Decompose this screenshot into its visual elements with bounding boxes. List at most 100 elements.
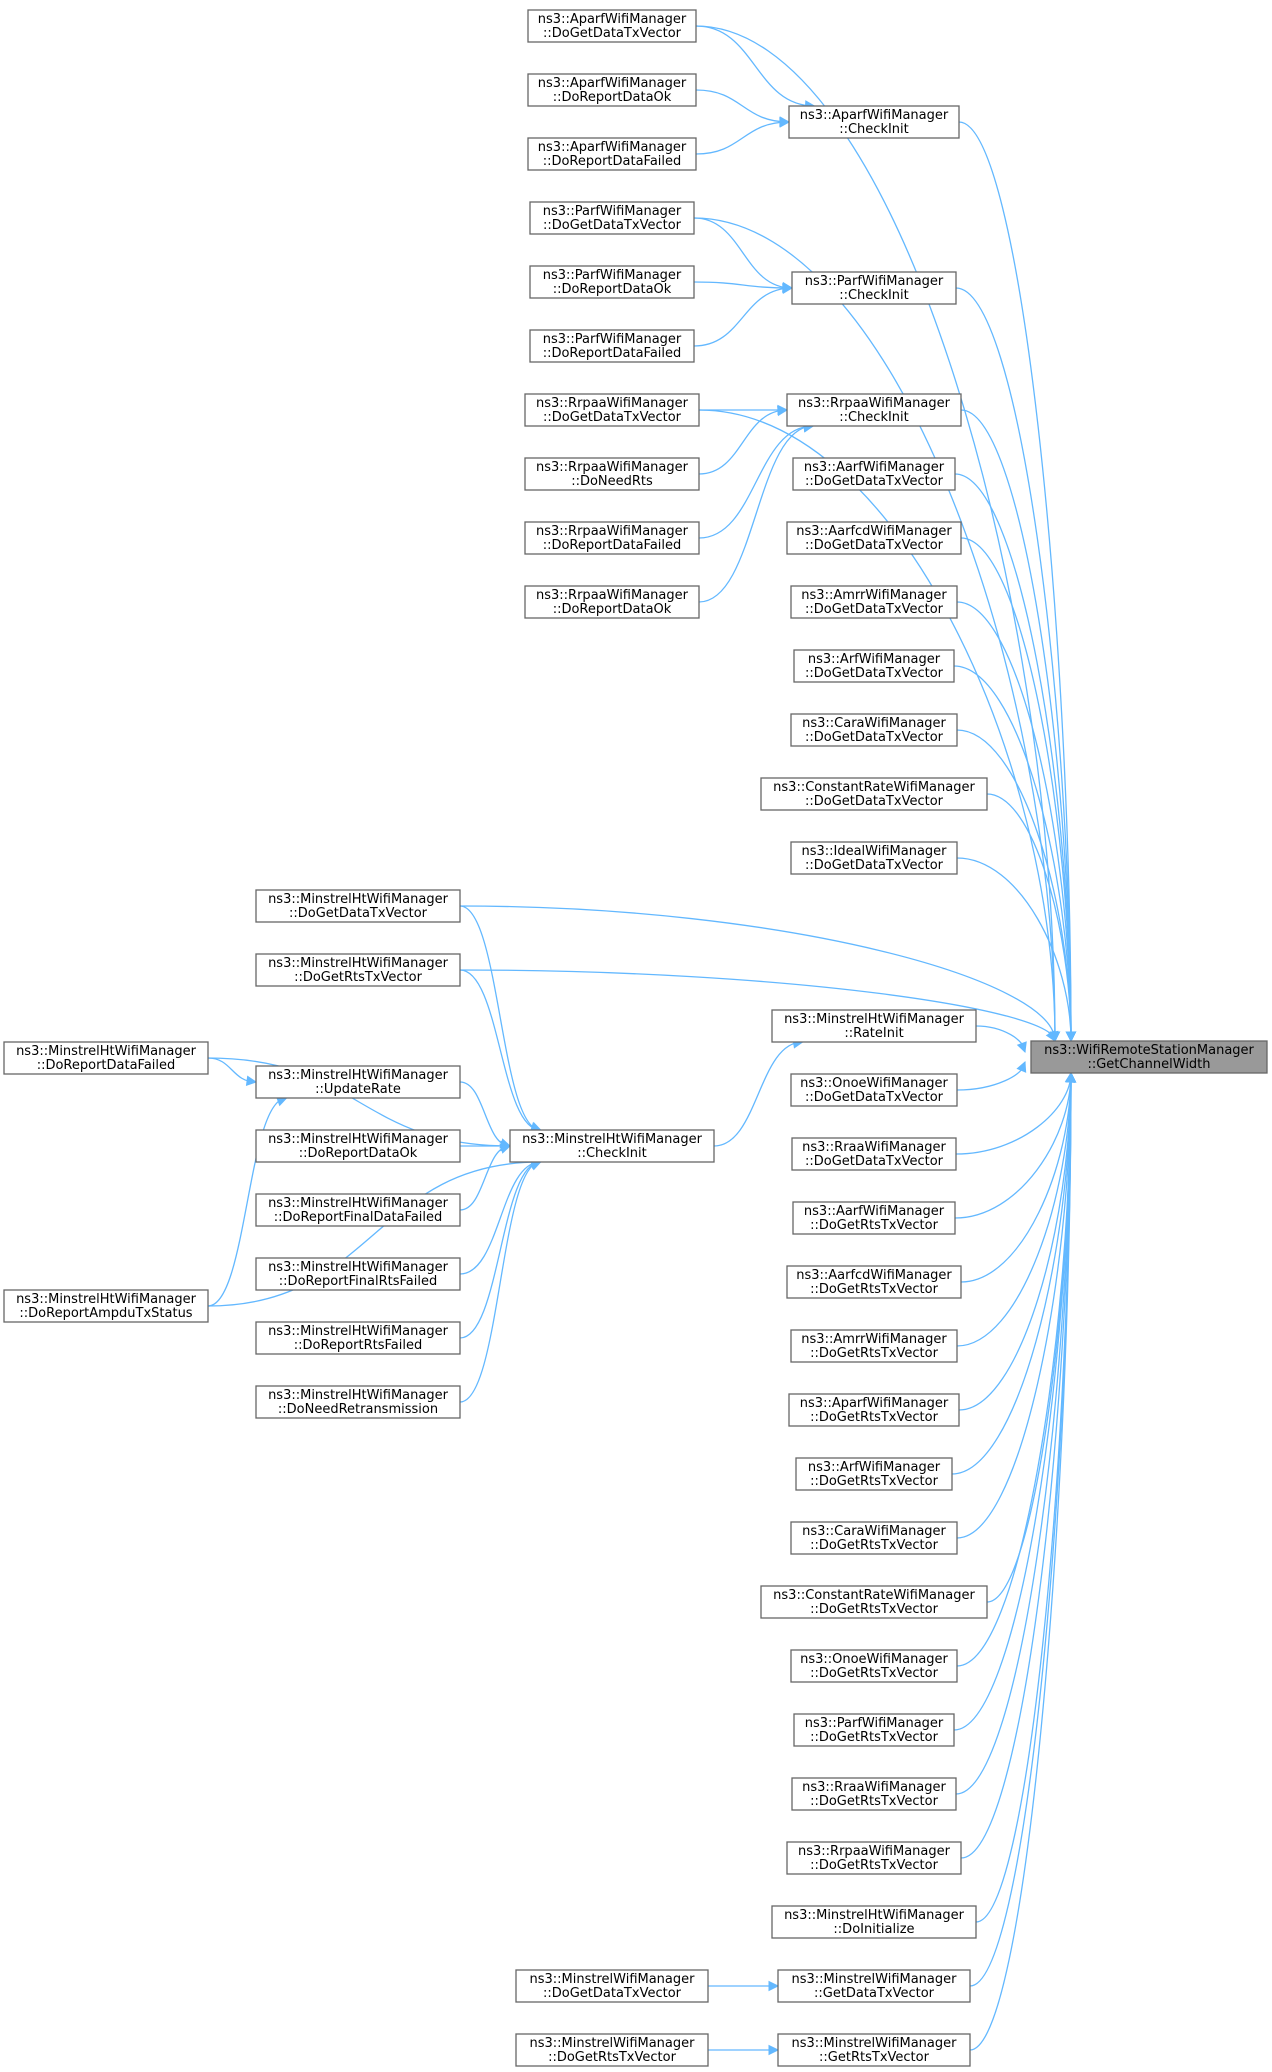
- node-mht_getrts[interactable]: ns3::MinstrelHtWifiManager::DoGetRtsTxVe…: [255, 953, 461, 987]
- node-label-line1: ns3::ParfWifiManager: [543, 268, 682, 283]
- node-box: [1030, 1040, 1268, 1074]
- node-rraa_getrts[interactable]: ns3::RraaWifiManager::DoGetRtsTxVector: [791, 1777, 957, 1811]
- node-label-line1: ns3::MinstrelHtWifiManager: [522, 1132, 703, 1147]
- edge-ideal_getdata-to-root: [956, 857, 1072, 1042]
- node-parf_checkinit[interactable]: ns3::ParfWifiManager::CheckInit: [791, 271, 957, 305]
- node-label-line1: ns3::RraaWifiManager: [802, 1140, 946, 1155]
- node-box: [777, 2033, 971, 2067]
- node-aarf_getdata[interactable]: ns3::AarfWifiManager::DoGetDataTxVector: [792, 457, 956, 491]
- node-m_dogetrts[interactable]: ns3::MinstrelWifiManager::DoGetRtsTxVect…: [515, 2033, 709, 2067]
- node-rrpaa_getrts[interactable]: ns3::RrpaaWifiManager::DoGetRtsTxVector: [786, 1841, 962, 1875]
- node-label-line2: ::DoReportRtsFailed: [294, 1338, 422, 1353]
- node-amrr_getrts[interactable]: ns3::AmrrWifiManager::DoGetRtsTxVector: [790, 1329, 958, 1363]
- node-label-line2: ::DoNeedRts: [571, 474, 653, 489]
- node-aparf_checkinit[interactable]: ns3::AparfWifiManager::CheckInit: [788, 105, 960, 139]
- node-label-line2: ::DoReportDataOk: [553, 602, 672, 617]
- node-rrpaa_checkinit[interactable]: ns3::RrpaaWifiManager::CheckInit: [786, 393, 962, 427]
- node-label-line2: ::DoReportDataFailed: [543, 538, 682, 553]
- node-rrpaa_reportfail[interactable]: ns3::RrpaaWifiManager::DoReportDataFaile…: [524, 521, 700, 555]
- node-label-line1: ns3::ParfWifiManager: [805, 274, 944, 289]
- node-rraa_getdata[interactable]: ns3::RraaWifiManager::DoGetDataTxVector: [791, 1137, 957, 1171]
- node-m_getdata_right[interactable]: ns3::MinstrelWifiManager::GetDataTxVecto…: [777, 1969, 971, 2003]
- node-box: [777, 1969, 971, 2003]
- node-box: [255, 1129, 461, 1163]
- node-arf_getrts[interactable]: ns3::ArfWifiManager::DoGetRtsTxVector: [795, 1457, 953, 1491]
- node-rrpaa_getdata[interactable]: ns3::RrpaaWifiManager::DoGetDataTxVector: [524, 393, 700, 427]
- edge-mht_finaldatafail-to-mht_checkinit: [459, 1145, 511, 1211]
- edge-mht_ampdu-to-mht_updaterate: [207, 1097, 287, 1307]
- node-label-line2: ::DoReportDataOk: [553, 282, 672, 297]
- edge-aparf_getrts-to-root: [958, 1072, 1072, 1411]
- node-mht_needretrans[interactable]: ns3::MinstrelHtWifiManager::DoNeedRetran…: [255, 1385, 461, 1419]
- edge-onoe_getdata-to-root: [956, 1061, 1026, 1091]
- node-parf_reportok[interactable]: ns3::ParfWifiManager::DoReportDataOk: [529, 265, 695, 299]
- node-mht_rtsfail[interactable]: ns3::MinstrelHtWifiManager::DoReportRtsF…: [255, 1321, 461, 1355]
- node-box: [760, 777, 988, 811]
- node-mht_finaldatafail[interactable]: ns3::MinstrelHtWifiManager::DoReportFina…: [255, 1193, 461, 1227]
- node-label-line2: ::DoGetDataTxVector: [805, 730, 944, 745]
- node-aparf_getdata[interactable]: ns3::AparfWifiManager::DoGetDataTxVector: [527, 9, 697, 43]
- edge-rraa_getrts-to-root: [955, 1072, 1072, 1795]
- arrowhead-icon: [768, 1980, 780, 1992]
- node-mht_rateinit[interactable]: ns3::MinstrelHtWifiManager::RateInit: [771, 1009, 977, 1043]
- node-mht_updaterate[interactable]: ns3::MinstrelHtWifiManager::UpdateRate: [255, 1065, 461, 1099]
- node-label-line1: ns3::OnoeWifiManager: [800, 1076, 948, 1091]
- node-aarfcd_getdata[interactable]: ns3::AarfcdWifiManager::DoGetDataTxVecto…: [786, 521, 962, 555]
- node-mht_reportfail_left[interactable]: ns3::MinstrelHtWifiManager::DoReportData…: [3, 1041, 209, 1075]
- node-box: [792, 1201, 956, 1235]
- node-parf_getdata[interactable]: ns3::ParfWifiManager::DoGetDataTxVector: [529, 201, 695, 235]
- node-rrpaa_needrts[interactable]: ns3::RrpaaWifiManager::DoNeedRts: [524, 457, 700, 491]
- node-onoe_getdata[interactable]: ns3::OnoeWifiManager::DoGetDataTxVector: [790, 1073, 958, 1107]
- node-box: [255, 1321, 461, 1355]
- node-parf_getrts[interactable]: ns3::ParfWifiManager::DoGetRtsTxVector: [793, 1713, 955, 1747]
- node-amrr_getdata[interactable]: ns3::AmrrWifiManager::DoGetDataTxVector: [790, 585, 958, 619]
- node-mht_reportok[interactable]: ns3::MinstrelHtWifiManager::DoReportData…: [255, 1129, 461, 1163]
- node-cara_getrts[interactable]: ns3::CaraWifiManager::DoGetRtsTxVector: [790, 1521, 958, 1555]
- node-aarf_getrts[interactable]: ns3::AarfWifiManager::DoGetRtsTxVector: [792, 1201, 956, 1235]
- node-parf_reportfail[interactable]: ns3::ParfWifiManager::DoReportDataFailed: [529, 329, 695, 363]
- node-box: [3, 1041, 209, 1075]
- node-const_getdata[interactable]: ns3::ConstantRateWifiManager::DoGetDataT…: [760, 777, 988, 811]
- node-mht_ampdu[interactable]: ns3::MinstrelHtWifiManager::DoReportAmpd…: [3, 1289, 209, 1323]
- node-label-line2: ::DoGetDataTxVector: [805, 794, 944, 809]
- node-box: [790, 841, 958, 875]
- node-label-line1: ns3::CaraWifiManager: [802, 1524, 946, 1539]
- node-label-line2: ::GetDataTxVector: [814, 1986, 935, 2001]
- node-aparf_getrts[interactable]: ns3::AparfWifiManager::DoGetRtsTxVector: [788, 1393, 960, 1427]
- node-ideal_getdata[interactable]: ns3::IdealWifiManager::DoGetDataTxVector: [790, 841, 958, 875]
- edge-layer: [207, 25, 1077, 2056]
- node-label-line1: ns3::MinstrelWifiManager: [529, 2036, 695, 2051]
- node-rrpaa_reportok[interactable]: ns3::RrpaaWifiManager::DoReportDataOk: [524, 585, 700, 619]
- node-mht_finalrtsfail[interactable]: ns3::MinstrelHtWifiManager::DoReportFina…: [255, 1257, 461, 1291]
- arrowhead-icon: [782, 283, 794, 294]
- node-box: [786, 1841, 962, 1875]
- node-label-line1: ns3::MinstrelHtWifiManager: [16, 1044, 197, 1059]
- node-m_getrts_right[interactable]: ns3::MinstrelWifiManager::GetRtsTxVector: [777, 2033, 971, 2067]
- node-label-line2: ::CheckInit: [839, 288, 909, 303]
- edge-parf_reportfail-to-parf_checkinit: [693, 287, 793, 347]
- node-cara_getdata[interactable]: ns3::CaraWifiManager::DoGetDataTxVector: [790, 713, 958, 747]
- node-box: [509, 1129, 715, 1163]
- node-label-line1: ns3::RrpaaWifiManager: [536, 588, 689, 603]
- node-onoe_getrts[interactable]: ns3::OnoeWifiManager::DoGetRtsTxVector: [790, 1649, 958, 1683]
- node-mht_doinit[interactable]: ns3::MinstrelHtWifiManager::DoInitialize: [771, 1905, 977, 1939]
- node-aparf_reportok[interactable]: ns3::AparfWifiManager::DoReportDataOk: [527, 73, 697, 107]
- node-mht_checkinit[interactable]: ns3::MinstrelHtWifiManager::CheckInit: [509, 1129, 715, 1163]
- node-label-line2: ::DoGetRtsTxVector: [810, 1282, 939, 1297]
- node-box: [255, 1257, 461, 1291]
- node-box: [524, 585, 700, 619]
- node-label-line2: ::DoGetDataTxVector: [805, 666, 944, 681]
- node-label-line2: ::DoGetRtsTxVector: [294, 970, 423, 985]
- node-root[interactable]: ns3::WifiRemoteStationManager::GetChanne…: [1030, 1040, 1268, 1074]
- edge-parf_getdata-to-parf_checkinit: [693, 217, 793, 289]
- node-label-line2: ::DoReportDataFailed: [543, 154, 682, 169]
- node-label-line1: ns3::ParfWifiManager: [543, 332, 682, 347]
- node-label-line2: ::DoGetDataTxVector: [543, 26, 682, 41]
- node-arf_getdata[interactable]: ns3::ArfWifiManager::DoGetDataTxVector: [793, 649, 955, 683]
- node-const_getrts[interactable]: ns3::ConstantRateWifiManager::DoGetRtsTx…: [760, 1585, 988, 1619]
- node-m_dogetdata[interactable]: ns3::MinstrelWifiManager::DoGetDataTxVec…: [515, 1969, 709, 2003]
- node-aparf_reportfail[interactable]: ns3::AparfWifiManager::DoReportDataFaile…: [527, 137, 697, 171]
- node-box: [790, 585, 958, 619]
- node-aarfcd_getrts[interactable]: ns3::AarfcdWifiManager::DoGetRtsTxVector: [786, 1265, 962, 1299]
- node-mht_getdata[interactable]: ns3::MinstrelHtWifiManager::DoGetDataTxV…: [255, 889, 461, 923]
